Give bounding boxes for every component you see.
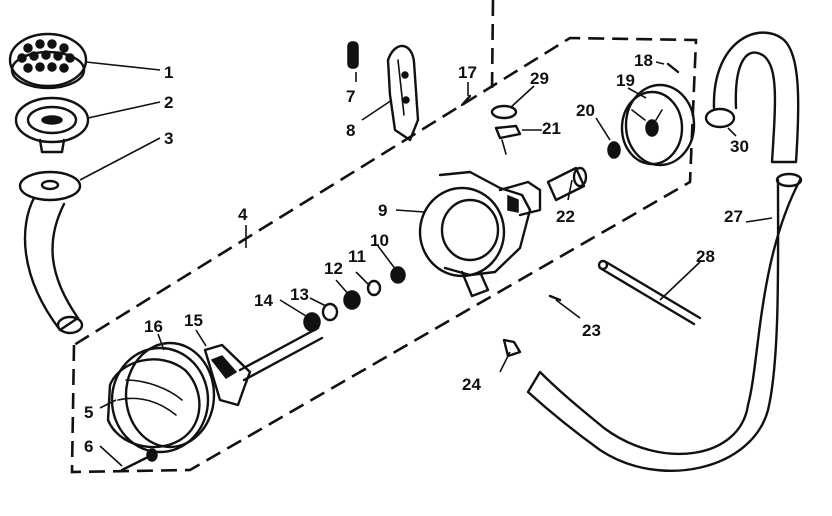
- callout-18: 18: [634, 51, 653, 70]
- part-7-pin: [347, 41, 359, 69]
- callout-3: 3: [164, 129, 173, 148]
- part-1-strainer: [8, 32, 88, 90]
- part-9-pump-body: [418, 170, 542, 298]
- leader-lines: [79, 61, 773, 467]
- inlet-hose: [23, 196, 80, 332]
- hose-rule: [490, 0, 495, 91]
- callout-28: 28: [696, 247, 715, 266]
- callout-6: 6: [84, 437, 93, 456]
- callout-11: 11: [348, 247, 366, 266]
- callout-10: 10: [370, 231, 389, 250]
- callout-15: 15: [184, 311, 203, 330]
- callout-7: 7: [346, 87, 355, 106]
- callout-19: 19: [616, 71, 635, 90]
- part-6-screw: [120, 448, 158, 472]
- part-28-rod: [597, 259, 702, 326]
- callout-24: 24: [462, 375, 481, 394]
- part-24-clip: [502, 338, 522, 358]
- callout-4: 4: [238, 205, 248, 224]
- callout-13: 13: [290, 285, 309, 304]
- callout-17: 17: [458, 63, 477, 82]
- part-18-screw: [666, 62, 680, 74]
- part-16-pump-cover: [106, 341, 216, 454]
- callout-8: 8: [346, 121, 355, 140]
- outlet-hose-upper: [712, 31, 800, 164]
- part-19-pulley: [620, 83, 696, 167]
- part-2-seal-plate: [14, 96, 90, 154]
- part-29-ring: [490, 104, 518, 120]
- callout-22: 22: [556, 207, 575, 226]
- part-23-pin: [548, 294, 562, 302]
- part-30-clamp: [704, 107, 736, 129]
- part-20-nut: [607, 141, 621, 159]
- part-17-screw: [460, 94, 472, 107]
- callout-labels: 1 2 3 4 5 6 7 8 9 10 11 12 13 14 15 16 1…: [84, 51, 749, 456]
- callout-21: 21: [542, 119, 561, 138]
- callout-5: 5: [84, 403, 93, 422]
- callout-12: 12: [324, 259, 343, 278]
- part-21-fitting: [494, 124, 522, 155]
- seal-stack: [303, 266, 406, 332]
- callout-27: 27: [724, 207, 743, 226]
- part-8-lever: [386, 44, 420, 142]
- callout-16: 16: [144, 317, 163, 336]
- part-3-washer: [18, 170, 82, 202]
- callout-14: 14: [254, 291, 273, 310]
- part-22-sleeve: [546, 166, 588, 202]
- part-15-impeller: [203, 326, 324, 407]
- callout-23: 23: [582, 321, 601, 340]
- callout-30: 30: [730, 137, 749, 156]
- callout-20: 20: [576, 101, 595, 120]
- callout-2: 2: [164, 93, 173, 112]
- callout-9: 9: [378, 201, 387, 220]
- pump-assembly-frame: [70, 36, 698, 474]
- callout-1: 1: [164, 63, 173, 82]
- callout-29: 29: [530, 69, 549, 88]
- part-27-drain-hose: [526, 178, 802, 472]
